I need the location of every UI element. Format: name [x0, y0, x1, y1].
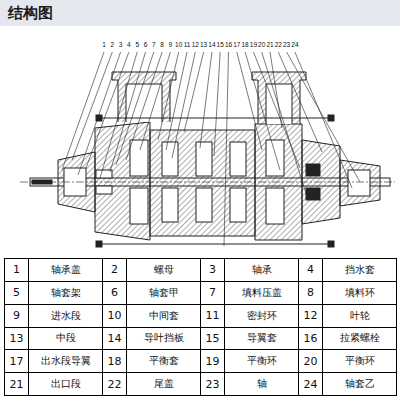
part-number: 11 — [201, 305, 225, 328]
callout-number: 22 — [275, 41, 282, 48]
callout-number: 9 — [169, 41, 173, 48]
leader-line — [172, 52, 195, 158]
part-number: 8 — [299, 282, 323, 305]
leader-line — [262, 52, 308, 200]
callout-number: 18 — [241, 41, 248, 48]
part-name: 中间套 — [127, 305, 201, 328]
callout-number: 16 — [225, 41, 232, 48]
part-name: 尾盖 — [127, 373, 201, 396]
part-number: 20 — [299, 350, 323, 373]
callout-number: 3 — [119, 41, 123, 48]
part-number: 23 — [201, 373, 225, 396]
title: 结构图 — [8, 4, 53, 23]
part-name: 螺母 — [127, 259, 201, 282]
callout-number: 6 — [144, 41, 148, 48]
callout-number: 8 — [160, 41, 164, 48]
callout-number: 21 — [266, 41, 273, 48]
part-number: 4 — [299, 259, 323, 282]
leader-line — [287, 52, 360, 182]
callout-number: 10 — [175, 41, 182, 48]
leader-line — [278, 52, 322, 152]
callout-number: 23 — [283, 41, 290, 48]
part-name: 导翼套 — [225, 328, 299, 351]
leader-line — [270, 52, 282, 128]
part-name: 轴承盖 — [29, 259, 103, 282]
part-number: 3 — [201, 259, 225, 282]
part-number: 1 — [5, 259, 29, 282]
callout-number: 24 — [291, 41, 298, 48]
part-name: 进水段 — [29, 305, 103, 328]
part-number: 10 — [103, 305, 127, 328]
part-number: 16 — [299, 328, 323, 351]
part-name: 平衡套 — [127, 350, 201, 373]
part-name: 拉紧螺栓 — [323, 328, 397, 351]
part-number: 24 — [299, 373, 323, 396]
callout-number: 12 — [192, 41, 199, 48]
part-name: 挡水套 — [323, 259, 397, 282]
leader-line — [86, 52, 129, 168]
part-number: 14 — [103, 328, 127, 351]
part-number: 22 — [103, 373, 127, 396]
leader-line — [214, 52, 220, 156]
leader-line — [72, 52, 112, 160]
part-name: 轴承 — [225, 259, 299, 282]
leader-line — [126, 52, 162, 160]
part-name: 填料压盖 — [225, 282, 299, 305]
leader-line — [184, 52, 204, 132]
callout-number: 4 — [127, 41, 131, 48]
part-name: 导叶挡板 — [127, 328, 201, 351]
part-number: 6 — [103, 282, 127, 305]
leader-line — [245, 52, 280, 170]
part-number: 19 — [201, 350, 225, 373]
callout-number: 17 — [233, 41, 240, 48]
leader-line — [253, 52, 300, 168]
leader-line — [100, 52, 137, 178]
pump-section — [0, 0, 400, 256]
part-name: 中段 — [29, 328, 103, 351]
part-number: 12 — [299, 305, 323, 328]
part-name: 填料环 — [323, 282, 397, 305]
part-name: 轴套甲 — [127, 282, 201, 305]
callout-number: 20 — [258, 41, 265, 48]
callout-number: 11 — [184, 41, 191, 48]
callout-number: 2 — [110, 41, 114, 48]
title-band — [0, 0, 400, 26]
callout-number: 7 — [152, 41, 156, 48]
leader-line — [116, 52, 154, 165]
leader-line — [224, 52, 229, 246]
leader-line — [158, 52, 179, 140]
callout-number: 5 — [135, 41, 139, 48]
part-number: 13 — [5, 328, 29, 351]
part-name: 出口段 — [29, 373, 103, 396]
part-number: 2 — [103, 259, 127, 282]
callout-number: 15 — [217, 41, 224, 48]
part-name: 密封环 — [225, 305, 299, 328]
callout-number: 13 — [200, 41, 207, 48]
part-number: 18 — [103, 350, 127, 373]
leader-lines — [0, 0, 400, 256]
part-name: 平衡环 — [225, 350, 299, 373]
part-number: 15 — [201, 328, 225, 351]
callout-number: 19 — [250, 41, 257, 48]
parts-table: 1轴承盖2螺母3轴承4挡水套 5轴套架6轴套甲7填料压盖8填料环 9进水段10中间套… — [4, 258, 397, 396]
leader-line — [62, 52, 104, 170]
part-name: 轴 — [225, 373, 299, 396]
leader-line — [295, 52, 352, 188]
part-number: 9 — [5, 305, 29, 328]
part-number: 21 — [5, 373, 29, 396]
leader-line — [140, 52, 170, 150]
callout-number: 1 — [102, 41, 106, 48]
part-name: 轴套架 — [29, 282, 103, 305]
part-name: 轴套乙 — [323, 373, 397, 396]
callout-number: 14 — [208, 41, 215, 48]
leader-line — [78, 52, 121, 175]
part-name: 叶轮 — [323, 305, 397, 328]
part-number: 7 — [201, 282, 225, 305]
part-number: 5 — [5, 282, 29, 305]
part-name: 出水段导翼 — [29, 350, 103, 373]
leader-line — [166, 52, 187, 150]
leader-line — [200, 52, 212, 148]
part-name: 平衡环 — [323, 350, 397, 373]
part-number: 17 — [5, 350, 29, 373]
